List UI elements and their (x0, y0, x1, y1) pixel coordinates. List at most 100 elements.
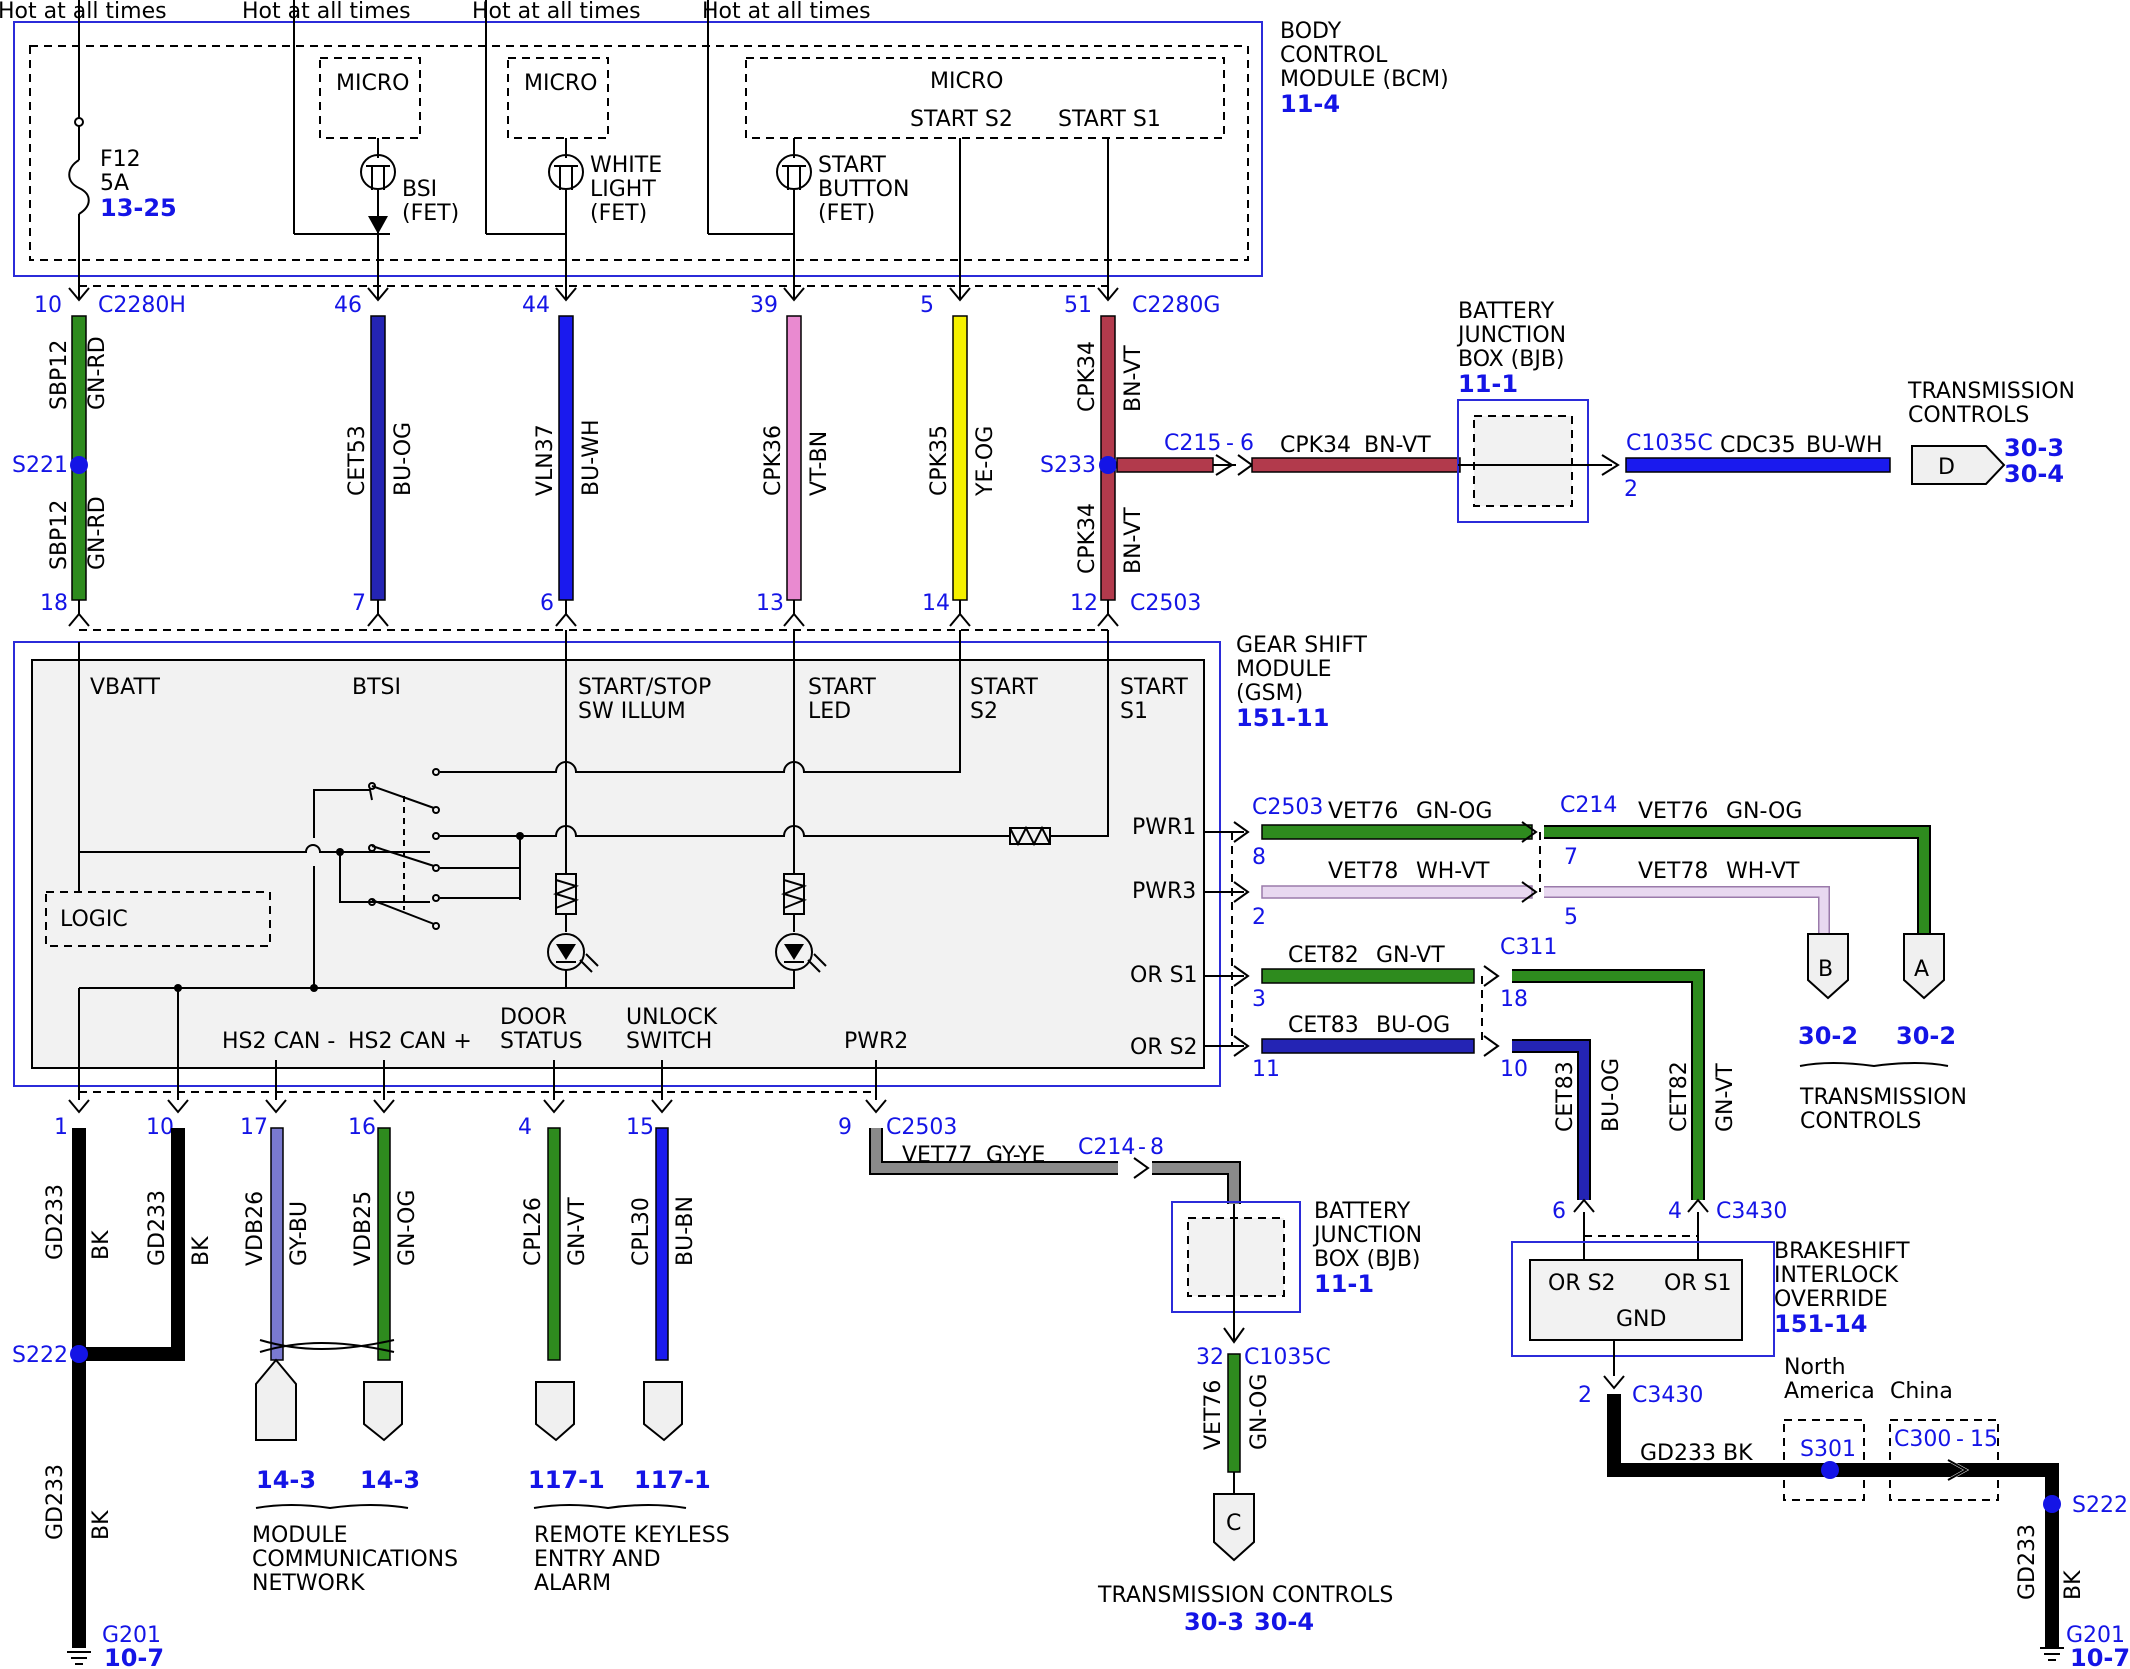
splice-s221 (70, 456, 88, 474)
gd233-a-color: BK (89, 1230, 114, 1260)
wire-cpk36 (786, 315, 802, 601)
gsm-hs2p: HS2 CAN + (348, 1029, 472, 1054)
vdb25-id: VDB25 (351, 1191, 376, 1266)
wire-cet83-b (1512, 1041, 1589, 1200)
mcn-name-2: COMMUNICATIONS (252, 1547, 458, 1572)
cet83-v-id: CET83 (1553, 1061, 1578, 1132)
cet82-v-id: CET82 (1667, 1061, 1692, 1132)
micro-box-3 (745, 57, 1225, 139)
gd233-right-id: GD233 (2015, 1524, 2040, 1600)
fuse-name: F12 (100, 147, 141, 172)
gd233-b-id: GD233 (145, 1190, 170, 1266)
gd233-b-color: BK (189, 1236, 214, 1266)
china-label: China (1890, 1379, 1953, 1404)
gsm-pin-6: 12 (1070, 591, 1098, 616)
bcm-connector-row: 10 C2280H 46 44 39 5 51 C2280G (34, 285, 1220, 318)
ground-icon-left (67, 1651, 91, 1665)
white-light-label-2: LIGHT (590, 177, 656, 202)
bsi-label-1: BSI (402, 177, 437, 202)
c214-bottom-pin: 8 (1150, 1135, 1164, 1160)
hot-label-4: Hot at all times (702, 0, 871, 24)
label-bnvt-a: BN-VT (1121, 345, 1146, 412)
splice-s222 (70, 1345, 88, 1363)
gsm-led-2: LED (808, 699, 851, 724)
gsm-vbatt: VBATT (90, 675, 161, 700)
vdb26-id: VDB26 (243, 1191, 268, 1266)
vdb25-color: GN-OG (395, 1190, 420, 1266)
label-vln37: VLN37 (533, 424, 558, 496)
bcm-name-2: CONTROL (1280, 43, 1388, 68)
pin-c214-5: 5 (1564, 905, 1578, 930)
bcm-conn-c2280h: C2280H (98, 293, 186, 318)
c1035c-label: C1035C (1626, 431, 1713, 456)
micro-label-3: MICRO (930, 69, 1003, 94)
twisted-pair-icon (259, 1339, 395, 1350)
bjb2-name-2: JUNCTION (1312, 1223, 1422, 1248)
wire-cpk34-h2 (1251, 457, 1461, 473)
start-button-label-1: START (818, 153, 886, 178)
fuse-rating: 5A (100, 171, 129, 196)
vet78-b-id: VET78 (1638, 859, 1708, 884)
bcm-name-1: BODY (1280, 19, 1342, 44)
fuse-terminal (74, 117, 84, 127)
cet83-v-color: BU-OG (1599, 1058, 1624, 1132)
bcm-pin-1: 10 (34, 293, 62, 318)
bottom-conn-c2503: C2503 (886, 1115, 957, 1140)
bcm-ref: 11-4 (1280, 90, 1340, 118)
cpl26-color: GN-VT (565, 1197, 590, 1266)
pin-gsm-11: 11 (1252, 1057, 1280, 1082)
gsm-logic: LOGIC (60, 907, 128, 932)
bcm-start-s2: START S2 (910, 107, 1013, 132)
connector-a (1903, 933, 1945, 1000)
gsm-s1-2: S1 (1120, 699, 1148, 724)
label-yeog: YE-OG (973, 426, 998, 497)
trans-right-name-1: TRANSMISSION (1799, 1085, 1967, 1110)
mcn-ref-2: 14-3 (360, 1466, 420, 1494)
rke-name-3: ALARM (534, 1571, 611, 1596)
cdc35-id: CDC35 (1720, 433, 1796, 458)
connector-d (1911, 445, 2006, 485)
mcn-name-1: MODULE (252, 1523, 348, 1548)
label-cpk34-a: CPK34 (1075, 341, 1100, 412)
gsm-door-2: STATUS (500, 1029, 583, 1054)
bsio-pin-6: 6 (1552, 1199, 1566, 1224)
gd233bk-right: GD233 BK (1640, 1441, 1753, 1466)
brace-mcn (255, 1504, 409, 1510)
wire-vet78-b (1544, 887, 1829, 934)
connector-rke-2 (643, 1381, 683, 1442)
wire-cpk35 (952, 315, 968, 601)
g201-right: G201 (2066, 1623, 2125, 1648)
cpl30-color: BU-BN (673, 1196, 698, 1266)
cpl26-id: CPL26 (521, 1197, 546, 1266)
micro-box-1 (319, 57, 421, 139)
vet78-a-color: WH-VT (1416, 859, 1490, 884)
vet77-id: VET77 (902, 1143, 972, 1168)
pin-c311-18: 18 (1500, 987, 1528, 1012)
vet76-a-color: GN-OG (1416, 799, 1492, 824)
pin-gsm-3: 3 (1252, 987, 1266, 1012)
bsio-name-3: OVERRIDE (1774, 1287, 1888, 1312)
trans-bottom-ref-2: 30-4 (1254, 1608, 1314, 1636)
gsm-s2-2: S2 (970, 699, 998, 724)
upper-wires: SBP12 GN-RD SBP12 GN-RD CET53 BU-OG VLN3… (12, 315, 1146, 601)
c214-right: C214 (1560, 793, 1617, 818)
trans-top-ref-2: 30-4 (2004, 460, 2064, 488)
start-button-label-2: BUTTON (818, 177, 909, 202)
gsm-name-2: MODULE (1236, 657, 1332, 682)
bsi-fet-icon (360, 154, 396, 190)
vet77-color: GY-YE (986, 1143, 1045, 1168)
wire-cdc35 (1625, 457, 1891, 473)
g201-left: G201 (102, 1623, 161, 1648)
gsm-pwr1: PWR1 (1132, 815, 1196, 840)
wire-vet76-a (1261, 824, 1533, 840)
wire-cet82-a (1261, 968, 1475, 984)
gsm-ors2: OR S2 (1130, 1035, 1198, 1060)
gsm-unlock-2: SWITCH (626, 1029, 712, 1054)
label-sbp12-b: SBP12 (47, 500, 72, 570)
splice-s222-right (2043, 1495, 2061, 1513)
bsi-label-2: (FET) (402, 201, 459, 226)
wire-vet76-b (1544, 827, 1929, 934)
wire-cet53 (370, 315, 386, 601)
trans-right-name-2: CONTROLS (1800, 1109, 1921, 1134)
